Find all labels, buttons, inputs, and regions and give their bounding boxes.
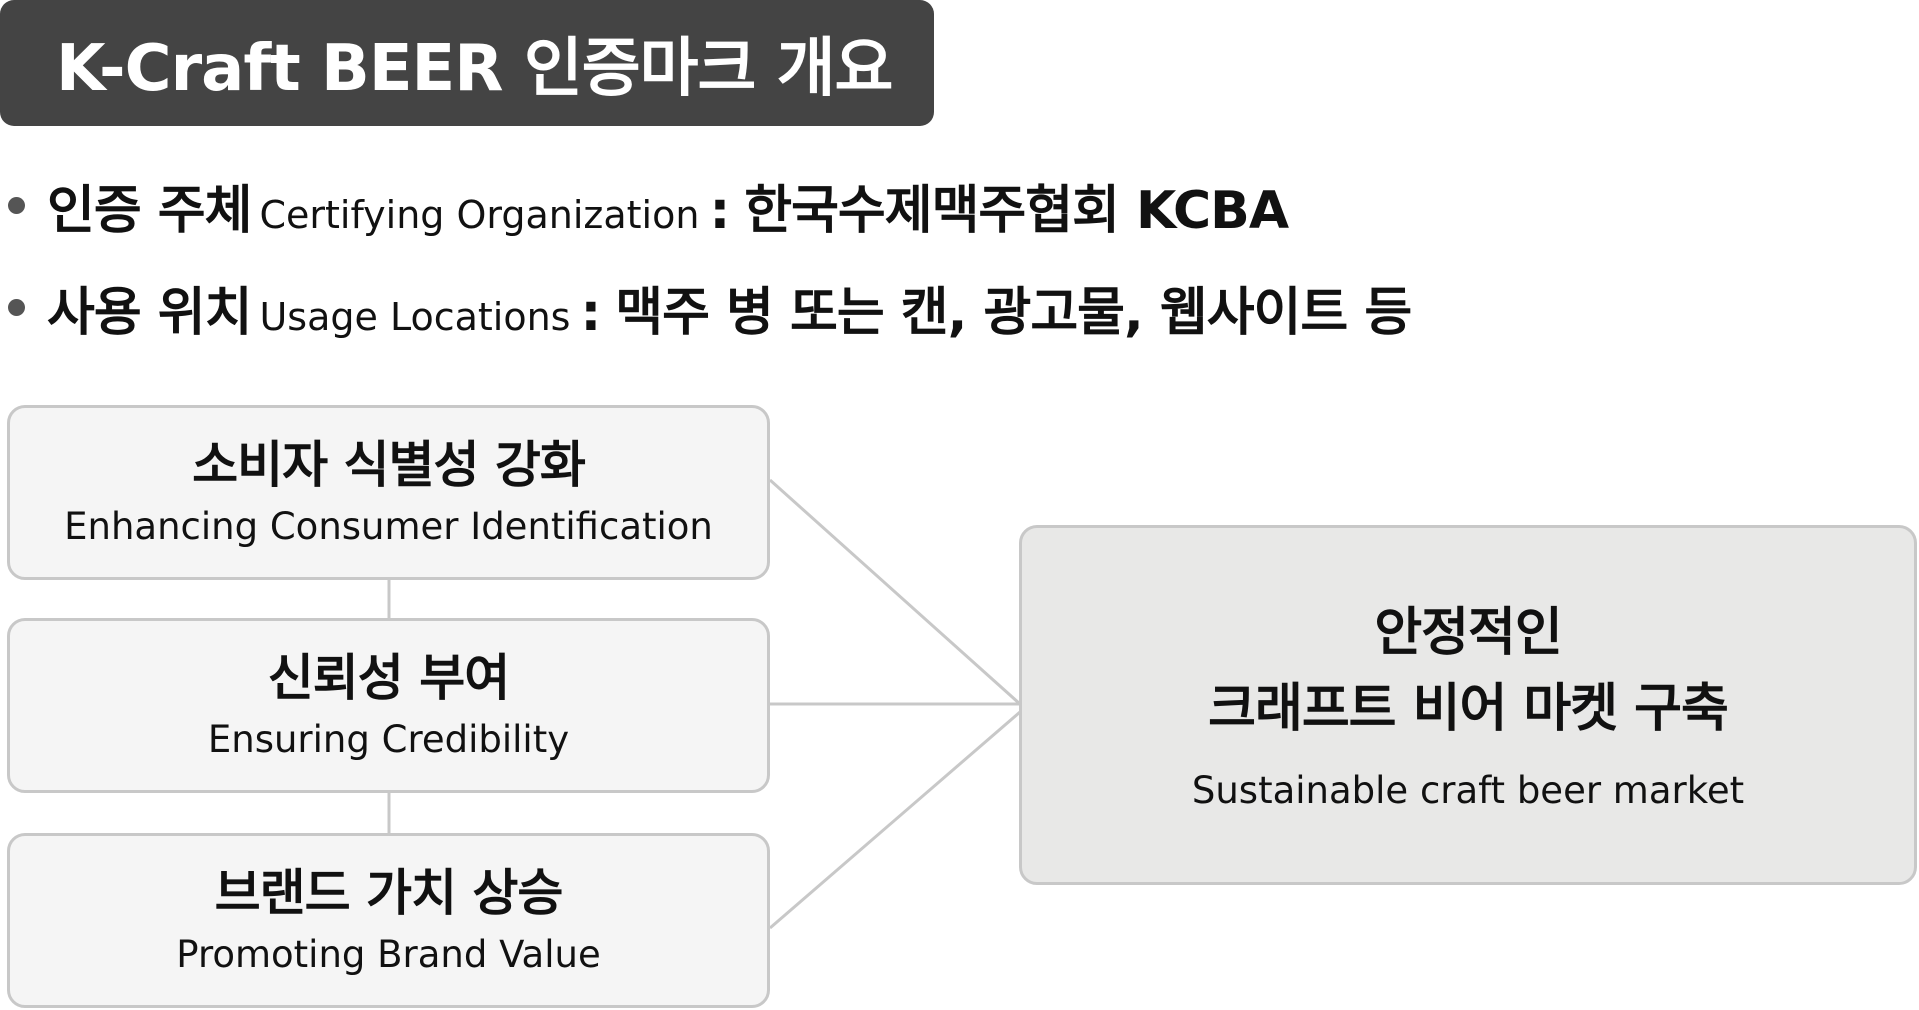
- info-label-en: Certifying Organization: [259, 193, 700, 237]
- info-value: 맥주 병 또는 캔, 광고물, 웹사이트 등: [615, 283, 1412, 343]
- info-line-usage: 사용 위치 Usage Locations : 맥주 병 또는 캔, 광고물, …: [0, 270, 1412, 345]
- bullet-icon: [8, 299, 25, 316]
- result-title-ko: 안정적인 크래프트 비어 마켓 구축: [1208, 596, 1729, 747]
- info-value: 한국수제맥주협회 KCBA: [744, 181, 1289, 241]
- benefit-title-ko: 브랜드 가치 상승: [214, 864, 564, 923]
- benefit-title-en: Ensuring Credibility: [207, 718, 570, 762]
- benefit-title-ko: 신뢰성 부여: [267, 649, 510, 708]
- info-colon: :: [709, 181, 731, 241]
- result-title-line-2: 크래프트 비어 마켓 구축: [1208, 678, 1729, 739]
- benefit-title-en: Promoting Brand Value: [176, 933, 601, 977]
- info-label-en: Usage Locations: [259, 295, 571, 339]
- connector-diagonal-bottom: [769, 710, 1021, 930]
- connector-diagonal-top: [768, 478, 1022, 706]
- benefit-box-brand-value: 브랜드 가치 상승 Promoting Brand Value: [7, 833, 770, 1008]
- benefit-title-ko: 소비자 식별성 강화: [192, 436, 586, 495]
- info-label-ko: 인증 주체: [47, 181, 252, 241]
- title-banner: K-Craft BEER 인증마크 개요: [0, 0, 934, 126]
- info-line-organization: 인증 주체 Certifying Organization : 한국수제맥주협회…: [0, 168, 1289, 243]
- benefit-box-credibility: 신뢰성 부여 Ensuring Credibility: [7, 618, 770, 793]
- benefit-title-en: Enhancing Consumer Identification: [64, 505, 713, 549]
- bullet-icon: [8, 197, 25, 214]
- result-box-sustainable-market: 안정적인 크래프트 비어 마켓 구축 Sustainable craft bee…: [1019, 525, 1917, 885]
- page-title: K-Craft BEER 인증마크 개요: [56, 32, 893, 106]
- result-title-en: Sustainable craft beer market: [1191, 769, 1745, 813]
- result-title-line-1: 안정적인: [1374, 603, 1562, 664]
- info-label-ko: 사용 위치: [47, 283, 252, 343]
- benefit-box-identification: 소비자 식별성 강화 Enhancing Consumer Identifica…: [7, 405, 770, 580]
- info-colon: :: [580, 283, 602, 343]
